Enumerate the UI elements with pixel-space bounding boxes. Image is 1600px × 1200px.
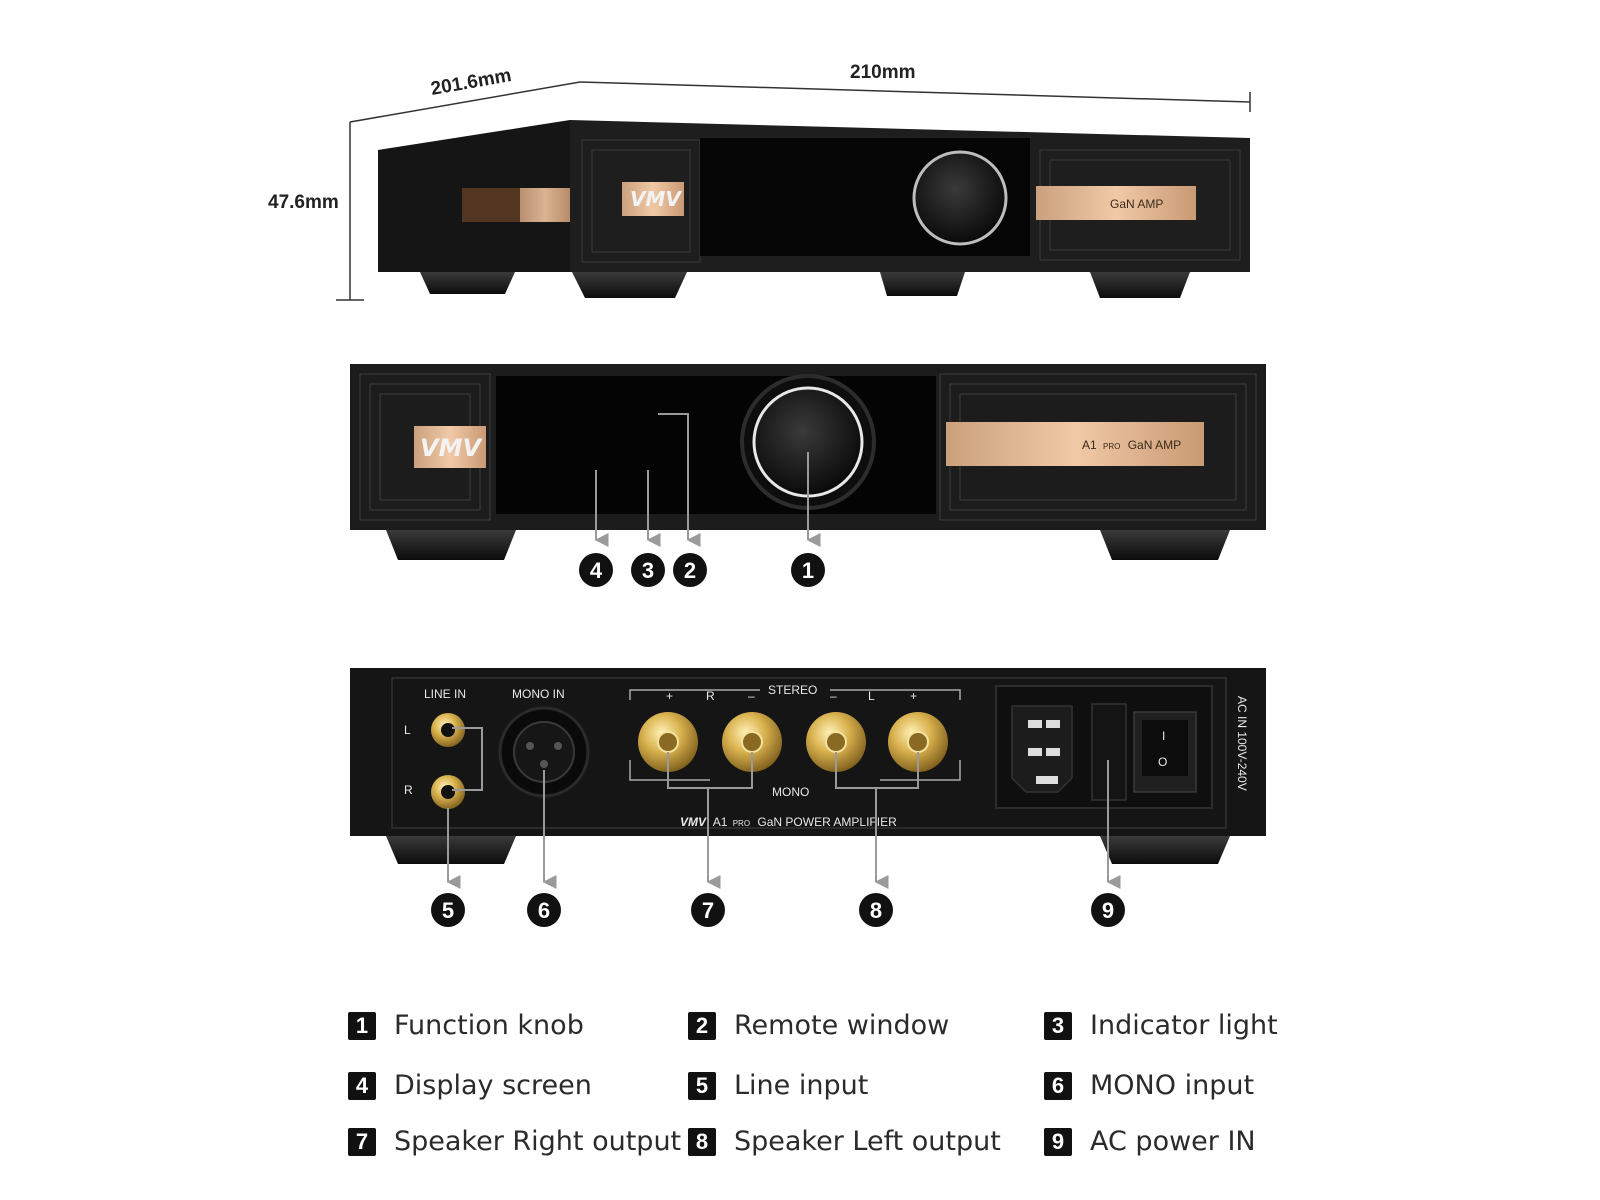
legend-badge: 9	[1044, 1127, 1072, 1156]
front-callouts: 4 3 2 1	[579, 553, 825, 587]
nameplate-model: A1 PRO GaN AMP	[1082, 438, 1181, 452]
svg-text:L: L	[868, 689, 875, 703]
height-dimension: 47.6mm	[268, 192, 339, 213]
svg-text:7: 7	[702, 898, 714, 923]
foot	[572, 272, 687, 298]
foot	[386, 530, 516, 560]
perspective-view: 201.6mm 210mm 47.6mm VMV GaN AMP	[268, 62, 1251, 301]
brand-logo: VMV	[420, 434, 483, 462]
legend-badge: 3	[1044, 1011, 1072, 1040]
legend-label: Remote window	[734, 1010, 950, 1041]
svg-text:9: 9	[1102, 898, 1114, 923]
legend-badge: 2	[688, 1011, 716, 1040]
legend-label: Indicator light	[1090, 1010, 1278, 1041]
legend-badge: 8	[688, 1127, 716, 1156]
legend-item-2: 2 Remote window	[688, 1010, 949, 1041]
ac-in-rating: AC IN 100V-240V	[1235, 696, 1249, 791]
plate-text: GaN AMP	[1110, 197, 1163, 211]
svg-text:6: 6	[538, 898, 550, 923]
brand-badge	[414, 426, 486, 468]
brand-logo: VMV	[630, 187, 682, 211]
svg-text:R: R	[706, 689, 715, 703]
mono-in-label: MONO IN	[512, 687, 565, 701]
legend-item-8: 8 Speaker Left output	[688, 1126, 1001, 1157]
legend-label: Line input	[734, 1070, 869, 1101]
legend-item-3: 3 Indicator light	[1044, 1010, 1278, 1041]
width-dimension: 210mm	[850, 62, 916, 83]
svg-text:O: O	[1158, 755, 1167, 769]
callout-6	[527, 893, 561, 927]
foot	[1090, 272, 1190, 298]
depth-dimension: 201.6mm	[429, 65, 513, 100]
legend-item-7: 7 Speaker Right output	[348, 1126, 681, 1157]
legend-label: Display screen	[394, 1070, 592, 1101]
svg-text:5: 5	[442, 898, 454, 923]
callout-5	[431, 893, 465, 927]
callout-1	[791, 553, 825, 587]
legend-label: MONO input	[1090, 1070, 1255, 1101]
legend-item-1: 1 Function knob	[348, 1010, 584, 1041]
mono-label: MONO	[772, 785, 809, 799]
gold-nameplate	[946, 422, 1204, 466]
rear-model-text: VMV A1 PRO GaN POWER AMPLIFIER	[680, 815, 897, 829]
legend-item-4: 4 Display screen	[348, 1070, 592, 1101]
svg-text:–: –	[830, 689, 837, 703]
stereo-label: STEREO	[768, 683, 817, 697]
svg-text:+: +	[910, 689, 917, 703]
svg-text:8: 8	[870, 898, 882, 923]
legend-label: AC power IN	[1090, 1126, 1256, 1157]
line-in-right-label: R	[404, 783, 413, 797]
foot	[1100, 836, 1230, 864]
svg-text:+: +	[666, 689, 673, 703]
legend-item-6: 6 MONO input	[1044, 1070, 1254, 1101]
legend-badge: 5	[688, 1071, 716, 1100]
line-in-left-label: L	[404, 723, 411, 737]
legend: 1 Function knob 2 Remote window 3 Indica…	[348, 1010, 1348, 1190]
legend-item-5: 5 Line input	[688, 1070, 868, 1101]
foot	[880, 272, 965, 296]
foot	[1100, 530, 1230, 560]
legend-badge: 1	[348, 1011, 376, 1040]
rear-callouts: 5 6 7 8 9	[431, 893, 1125, 927]
callout-4	[579, 553, 613, 587]
callout-7	[691, 893, 725, 927]
svg-text:I: I	[1162, 729, 1165, 743]
brand-badge-3d	[622, 182, 684, 216]
svg-text:–: –	[748, 689, 755, 703]
svg-text:2: 2	[684, 558, 696, 583]
svg-text:1: 1	[802, 558, 814, 583]
callout-8	[859, 893, 893, 927]
legend-item-9: 9 AC power IN	[1044, 1126, 1256, 1157]
rear-view: LINE IN L R MONO IN STEREO + R – – L + M…	[350, 668, 1266, 927]
callout-9	[1091, 893, 1125, 927]
callout-3	[631, 553, 665, 587]
svg-text:4: 4	[590, 558, 603, 583]
legend-badge: 7	[348, 1127, 376, 1156]
callout-2	[673, 553, 707, 587]
legend-label: Speaker Right output	[394, 1126, 682, 1157]
knob-3d	[912, 150, 1008, 246]
foot	[386, 836, 516, 864]
svg-text:3: 3	[642, 558, 654, 583]
legend-badge: 6	[1044, 1071, 1072, 1100]
gold-plate-3d	[1036, 186, 1196, 220]
foot	[420, 272, 515, 294]
line-in-label: LINE IN	[424, 687, 466, 701]
legend-label: Speaker Left output	[734, 1126, 1001, 1157]
legend-badge: 4	[348, 1071, 376, 1100]
front-view: VMV A1 PRO GaN AMP 4 3 2 1	[350, 364, 1266, 587]
legend-label: Function knob	[394, 1010, 584, 1041]
